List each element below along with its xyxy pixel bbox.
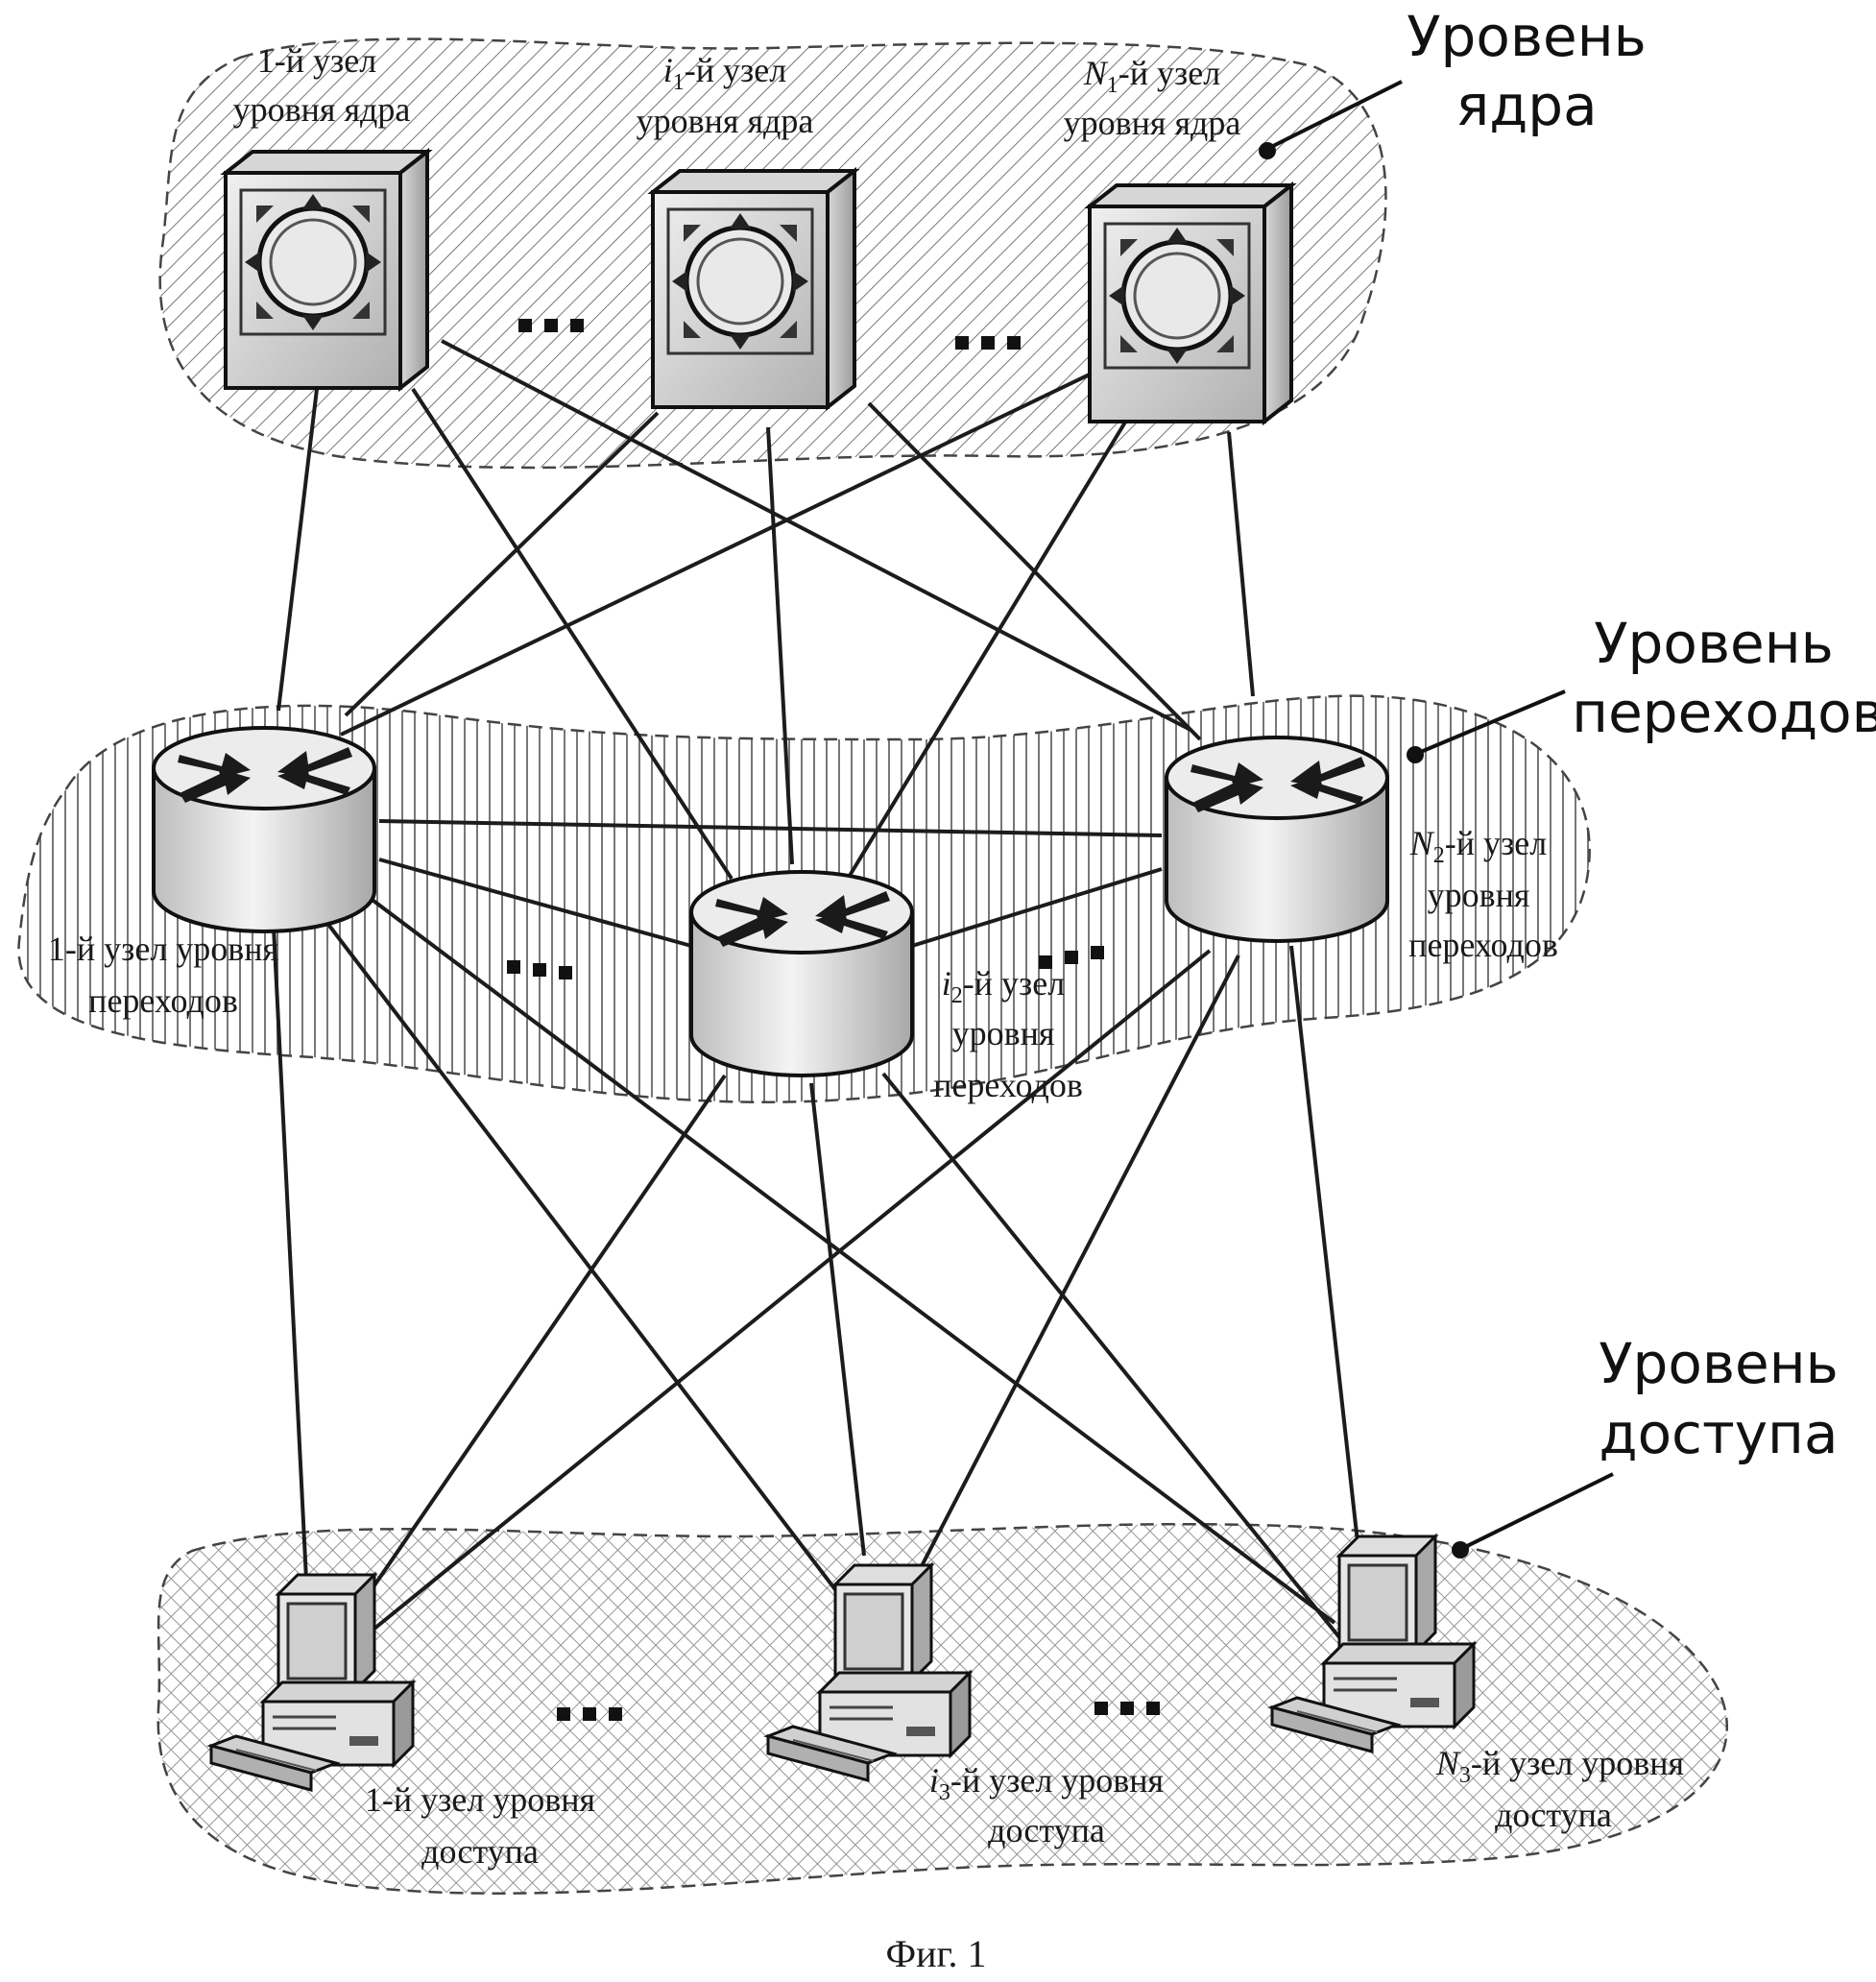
transit-node-2-label-2: уровня — [952, 1014, 1055, 1052]
link-core3-transit1 — [340, 368, 1100, 737]
link-transit1-accessN — [368, 896, 1336, 1625]
transit-ellipsis-1 — [507, 960, 572, 979]
link-transit1-access2 — [325, 920, 852, 1610]
core-ellipsis-2 — [955, 336, 1021, 350]
transit-node-3-label-3: переходов — [1408, 926, 1558, 964]
transit-node-1-label-2: переходов — [88, 981, 238, 1020]
link-transit1-transit2 — [378, 858, 692, 948]
core-node-2-label-2: уровня ядра — [637, 102, 814, 140]
core-node-1-label-1: 1-й узел — [257, 41, 376, 80]
transit-node-3-label-1: N2-й узел — [1409, 824, 1547, 868]
access-node-1-label-2: доступа — [421, 1832, 539, 1871]
access-node-2-var: i — [929, 1761, 939, 1800]
link-core1-transit1 — [277, 388, 319, 712]
link-core3-transitN — [1227, 431, 1255, 697]
access-ellipsis-1 — [557, 1707, 622, 1721]
router-icon-1 — [152, 726, 376, 933]
access-node-3-label-2: доступа — [1495, 1796, 1612, 1834]
core-node-3-sub: 1 — [1107, 73, 1118, 98]
core-level-pointer — [1266, 80, 1403, 151]
link-core3-transit2 — [843, 392, 1144, 885]
transit-node-2-var: i — [942, 964, 951, 1003]
core-node-3-var: N — [1083, 54, 1109, 92]
transit-node-2-suffix: -й узел — [963, 964, 1065, 1003]
access-node-1-label-1: 1-й узел уровня — [365, 1780, 595, 1819]
link-transit2-access1 — [353, 1074, 727, 1615]
core-node-1-label-2: уровня ядра — [233, 90, 411, 129]
router-icon-3 — [1165, 736, 1389, 943]
transit-node-2-sub: 2 — [951, 983, 963, 1008]
core-level-pointer-dot — [1259, 142, 1276, 159]
access-node-3-sub: 3 — [1459, 1763, 1471, 1788]
link-core1-transit2 — [411, 387, 734, 881]
access-node-2-label-1: i3-й узел уровня — [929, 1761, 1164, 1805]
links — [272, 339, 1360, 1639]
transit-node-3-label-2: уровня — [1428, 876, 1530, 914]
core-node-2-label-1: i1-й узел — [663, 51, 786, 95]
core-node-2-sub: 1 — [673, 70, 685, 95]
transit-ellipsis-2 — [1039, 946, 1104, 969]
access-level-name-2: доступа — [1599, 1401, 1838, 1466]
transit-level-name-2: переходов — [1572, 680, 1876, 745]
core-node-2-suffix: -й узел — [685, 51, 786, 89]
transit-node-3-suffix: -й узел — [1445, 824, 1547, 862]
core-node-3-label-1: N1-й узел — [1083, 54, 1220, 98]
transit-level-pointer-dot — [1407, 746, 1424, 763]
access-node-3-var: N — [1435, 1744, 1461, 1782]
link-transitN-access1 — [368, 949, 1212, 1634]
link-transitN-accessN — [1289, 945, 1360, 1552]
access-node-3-label-1: N3-й узел уровня — [1435, 1744, 1684, 1788]
core-node-3-suffix: -й узел — [1118, 54, 1220, 92]
link-core2-transit1 — [344, 411, 660, 717]
access-level-pointer-dot — [1452, 1541, 1469, 1559]
link-transit1-access1 — [272, 926, 309, 1600]
transit-node-1-label-1: 1-й узел уровня — [48, 930, 278, 968]
core-switch-icon-3 — [1090, 185, 1291, 422]
link-transitN-access2 — [910, 955, 1240, 1585]
transit-node-2-label-3: переходов — [933, 1066, 1083, 1104]
core-switch-icon-1 — [226, 152, 427, 388]
transit-node-3-var: N — [1409, 824, 1435, 862]
transit-node-2-label-1: i2-й узел — [942, 964, 1065, 1008]
router-icon-2 — [689, 870, 914, 1077]
core-node-2-var: i — [663, 51, 673, 89]
link-transit2-transitN — [911, 867, 1163, 948]
core-ellipsis-1 — [518, 319, 584, 332]
core-node-3-label-2: уровня ядра — [1064, 104, 1241, 142]
access-ellipsis-2 — [1094, 1702, 1160, 1715]
transit-level-name-1: Уровень — [1594, 611, 1834, 676]
link-transit2-accessN — [881, 1072, 1341, 1639]
link-core2-transit2 — [766, 426, 794, 865]
core-level-name-2: ядра — [1455, 73, 1597, 138]
link-transit2-access2 — [809, 1082, 866, 1557]
transit-node-3-sub: 2 — [1433, 843, 1445, 868]
access-node-2-suffix: -й узел уровня — [950, 1761, 1164, 1800]
access-level-pointer — [1460, 1472, 1614, 1551]
access-node-2-sub: 3 — [939, 1780, 950, 1805]
core-level-name-1: Уровень — [1407, 4, 1647, 69]
link-core1-transitN — [441, 339, 1191, 732]
access-node-3-suffix: -й узел уровня — [1471, 1744, 1684, 1782]
figure-caption: Фиг. 1 — [886, 1932, 987, 1975]
link-transit1-transitN — [378, 819, 1163, 837]
core-switch-icon-2 — [653, 171, 854, 407]
transit-level-pointer — [1415, 689, 1566, 756]
access-node-2-label-2: доступа — [988, 1811, 1105, 1849]
access-level-name-1: Уровень — [1599, 1331, 1839, 1396]
